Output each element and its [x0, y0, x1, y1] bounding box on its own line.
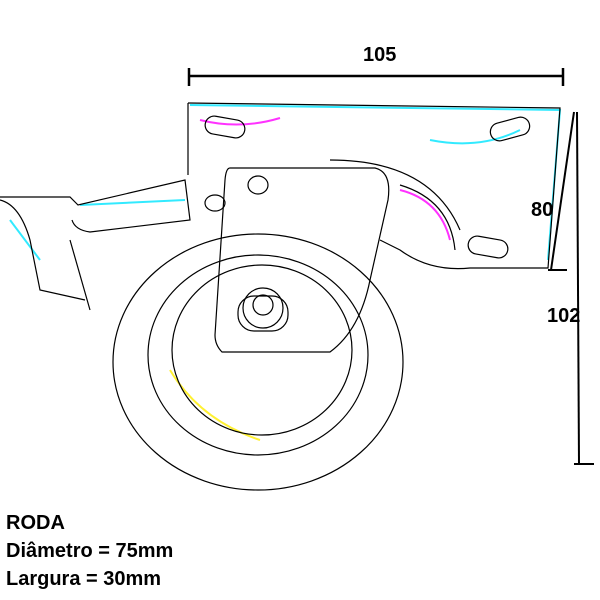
mounting-plate: [187, 102, 561, 270]
plate-slot: [489, 116, 531, 142]
plate-hole: [204, 194, 226, 212]
spec-title: RODA: [6, 512, 65, 534]
total-height-dimension-label: 102: [547, 305, 581, 327]
spec-diameter: Diâmetro = 75mm: [6, 540, 174, 562]
plate-height-dimension-label: 80: [531, 199, 554, 221]
plate-slot: [467, 235, 509, 259]
wheel: [112, 233, 404, 491]
plate-slot: [204, 115, 246, 139]
width-dimension-line: [187, 68, 565, 86]
fork-bracket: [214, 167, 390, 353]
total-height-dimension-line: [574, 111, 594, 465]
plate-hole: [247, 175, 269, 195]
plate-height-dimension-line: [548, 111, 575, 271]
width-dimension-label: 105: [363, 44, 397, 66]
spec-width: Largura = 30mm: [6, 568, 162, 590]
brake-lever: [0, 179, 191, 233]
axle: [237, 287, 289, 332]
